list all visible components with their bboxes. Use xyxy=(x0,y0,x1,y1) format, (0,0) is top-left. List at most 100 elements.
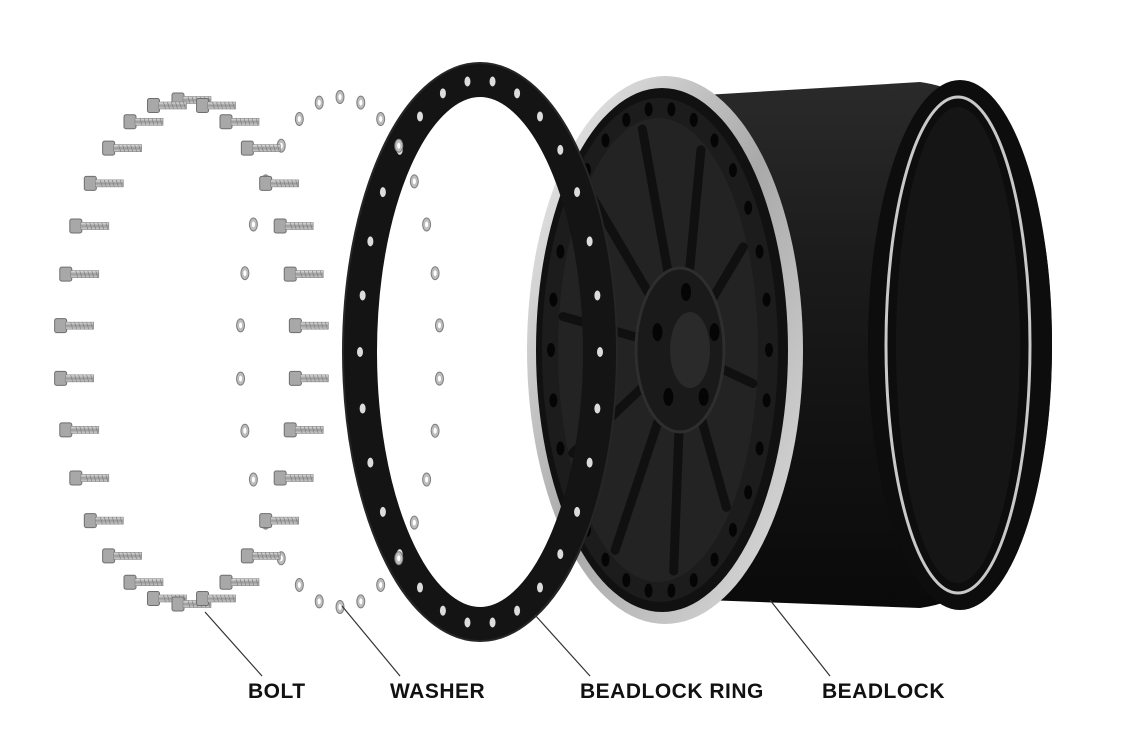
flange-hole xyxy=(549,292,558,307)
washer-leader-line xyxy=(341,605,401,677)
flange-hole xyxy=(744,485,753,500)
ring-hole xyxy=(359,403,366,414)
lug-holes xyxy=(652,283,720,406)
washer xyxy=(430,423,440,438)
flange-hole xyxy=(744,200,753,215)
inner-lip-polished-band xyxy=(884,95,1032,595)
flange-hole xyxy=(644,102,653,117)
bolt-set xyxy=(54,92,329,612)
leader-lines xyxy=(204,599,831,677)
bolt-leader-line xyxy=(204,611,263,677)
washer xyxy=(376,577,386,592)
flange-hole xyxy=(556,244,565,259)
ring-hole xyxy=(379,506,386,517)
beadlock-ring-outer-edge xyxy=(342,62,618,642)
ring-hole xyxy=(439,88,446,99)
flange-hole xyxy=(547,343,555,357)
flange-hole xyxy=(765,343,773,357)
bolt-label: BOLT xyxy=(248,680,306,703)
washer-label: WASHER xyxy=(390,680,486,703)
ring-hole xyxy=(594,403,601,414)
washer xyxy=(314,594,324,609)
washer xyxy=(434,318,444,333)
bolt xyxy=(123,574,164,590)
washer xyxy=(394,551,404,566)
bolt xyxy=(259,175,299,191)
beadlock-ring-label: BEADLOCK RING xyxy=(580,680,764,703)
washer xyxy=(422,217,432,232)
bolt xyxy=(59,422,100,438)
washer xyxy=(248,217,258,232)
ring-hole xyxy=(594,290,601,301)
flange-hole xyxy=(667,583,676,598)
flange-hole xyxy=(728,522,737,537)
flange-hole xyxy=(601,133,610,148)
bolt xyxy=(288,318,329,334)
washer xyxy=(394,138,404,153)
ring-hole xyxy=(379,187,386,198)
flange-hole xyxy=(710,133,719,148)
ring-hole xyxy=(367,457,374,468)
bolt xyxy=(196,98,236,114)
washer xyxy=(240,266,250,281)
ring-hole xyxy=(586,236,593,247)
lug-hole xyxy=(652,323,663,342)
beadlock-ring xyxy=(342,62,618,642)
washer xyxy=(356,594,366,609)
beadlock-ring-holes xyxy=(357,76,603,628)
flange-hole xyxy=(667,102,676,117)
bolt xyxy=(283,422,324,438)
ring-hole xyxy=(489,76,496,87)
bolt xyxy=(83,175,124,191)
bolt xyxy=(54,370,94,386)
center-cap xyxy=(670,312,710,388)
ring-hole xyxy=(514,605,521,616)
bolt xyxy=(283,266,324,282)
washer-set xyxy=(236,90,444,614)
washer xyxy=(430,266,440,281)
washer xyxy=(434,371,444,386)
washer xyxy=(409,515,419,530)
bolt xyxy=(240,140,281,156)
beadlock-ring-leader-line xyxy=(534,614,591,677)
washer xyxy=(248,472,258,487)
beadlock-label: BEADLOCK xyxy=(822,680,945,703)
lug-hole xyxy=(709,323,720,342)
lug-hole xyxy=(663,387,674,406)
washer xyxy=(335,600,345,614)
washer xyxy=(236,371,246,386)
washer xyxy=(376,112,386,127)
lug-hole xyxy=(698,387,709,406)
bolt xyxy=(69,218,110,234)
ring-hole xyxy=(586,457,593,468)
flange-hole xyxy=(689,112,698,127)
washer xyxy=(356,95,366,110)
flange-hole xyxy=(689,573,698,588)
bolt xyxy=(219,114,260,130)
ring-hole xyxy=(557,144,564,155)
ring-hole xyxy=(367,236,374,247)
ring-hole xyxy=(357,347,363,357)
flange-hole xyxy=(755,441,764,456)
bolt xyxy=(123,114,164,130)
ring-hole xyxy=(439,605,446,616)
ring-hole xyxy=(417,111,423,122)
ring-hole xyxy=(489,617,496,628)
lug-hole xyxy=(681,283,691,301)
bolt xyxy=(259,513,299,529)
flange-hole xyxy=(728,163,737,178)
flange-hole xyxy=(622,112,631,127)
ring-hole xyxy=(597,347,603,357)
flange-hole xyxy=(549,393,558,408)
washer xyxy=(314,95,324,110)
ring-hole xyxy=(359,290,366,301)
ring-hole xyxy=(537,111,543,122)
ring-hole xyxy=(464,617,471,628)
bolt xyxy=(146,98,187,114)
ring-hole xyxy=(514,88,521,99)
flange-hole xyxy=(762,292,771,307)
bolt xyxy=(102,548,142,564)
washer xyxy=(294,577,304,592)
